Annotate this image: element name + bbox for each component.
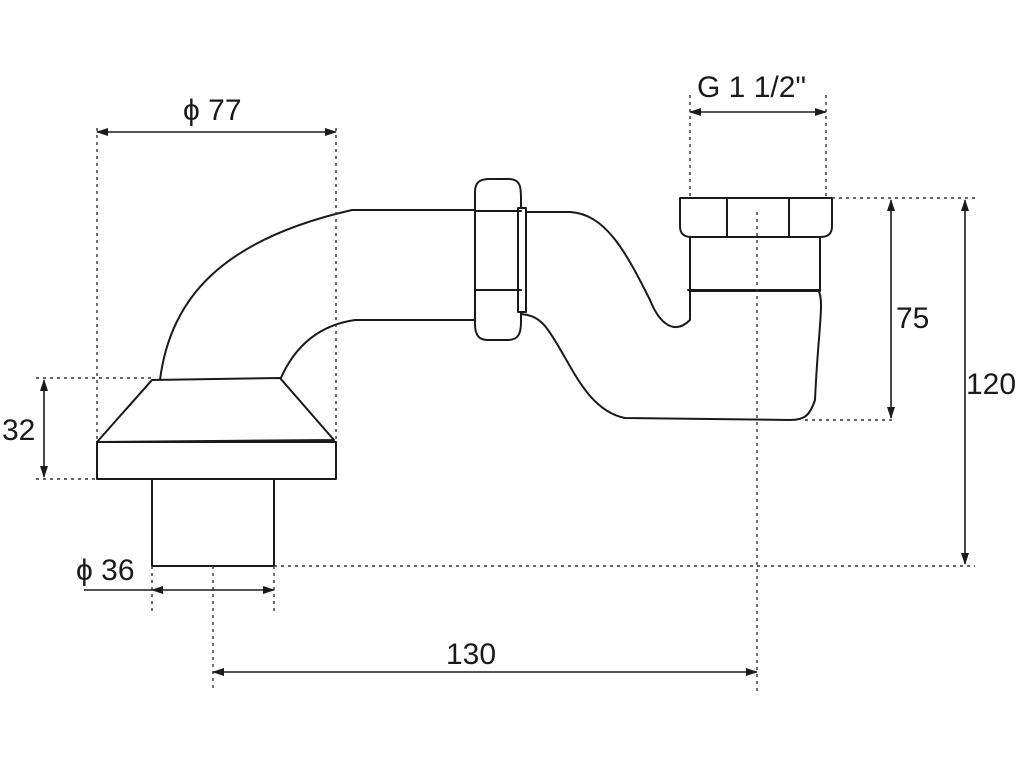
union-nut: [474, 178, 522, 341]
horizontal-offset-label: 130: [446, 638, 496, 671]
dimension-outlet-diameter: ϕ 77: [96, 94, 337, 136]
trap-height-label: 75: [896, 302, 929, 335]
dimension-horizontal-offset: 130: [212, 638, 758, 676]
outlet-diameter-label: ϕ 77: [183, 94, 242, 127]
thread-size-label: G 1 1/2": [697, 71, 806, 104]
outlet-height-label: 32: [2, 414, 35, 447]
total-height-label: 120: [966, 368, 1016, 401]
pipe-diameter-label: ϕ 36: [76, 554, 135, 587]
inlet-tail: [689, 234, 821, 292]
dimension-outlet-height: 32: [2, 379, 48, 478]
outlet-flange-base: [96, 441, 337, 480]
trap-pipe: [517, 211, 822, 421]
hex-nut: [679, 197, 833, 238]
siphon-body: [96, 178, 833, 567]
union-nut-rim: [517, 207, 527, 313]
outlet-flange: [96, 377, 335, 443]
dimension-pipe-diameter: ϕ 36: [76, 554, 275, 594]
dimension-total-height: 120: [961, 199, 1016, 565]
dimension-thread-size: G 1 1/2": [689, 71, 827, 116]
dimension-trap-height: 75: [887, 199, 929, 419]
elbow-pipe: [159, 209, 476, 381]
bottom-spigot: [151, 477, 275, 567]
